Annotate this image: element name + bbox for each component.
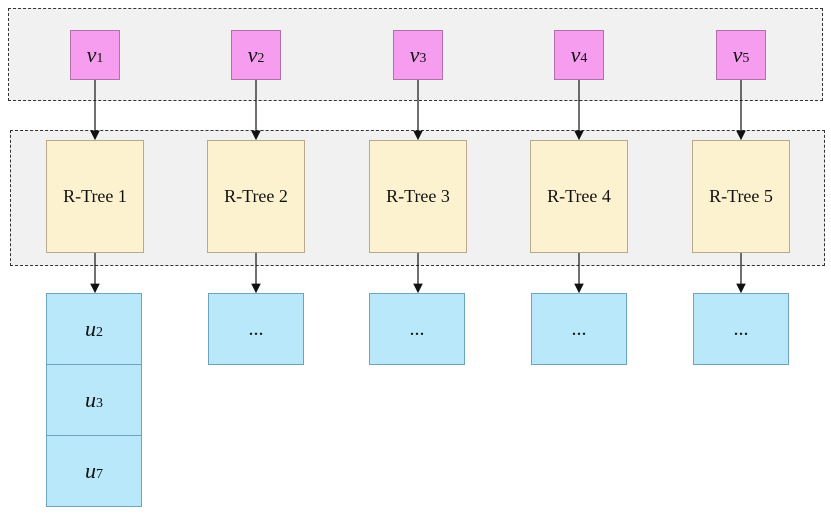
rtree-label: R-Tree 3 xyxy=(386,186,450,206)
rtree-node-2: R-Tree 2 xyxy=(207,140,305,253)
ellipsis-label: ... xyxy=(409,317,425,340)
variable-label: v xyxy=(570,42,581,67)
result-subscript: 2 xyxy=(96,325,103,340)
result-label: u xyxy=(85,458,96,483)
variable-subscript: 4 xyxy=(580,51,588,66)
rtree-node-1: R-Tree 1 xyxy=(46,140,144,253)
rtree-label: R-Tree 4 xyxy=(547,186,611,206)
result-subscript: 7 xyxy=(96,467,103,482)
ellipsis-label: ... xyxy=(248,317,264,340)
variable-label: v xyxy=(732,42,743,67)
ellipsis-label: ... xyxy=(571,317,587,340)
rtree-label: R-Tree 5 xyxy=(709,186,773,206)
variable-label: v xyxy=(409,42,420,67)
variable-subscript: 2 xyxy=(257,51,265,66)
result-label: u xyxy=(85,316,96,341)
rtree-node-5: R-Tree 5 xyxy=(692,140,790,253)
rtree-label: R-Tree 2 xyxy=(224,186,288,206)
variable-label: v xyxy=(86,42,97,67)
variable-subscript: 5 xyxy=(742,51,750,66)
result-ellipsis-2: ... xyxy=(208,293,304,365)
ellipsis-label: ... xyxy=(733,317,749,340)
rtree-node-4: R-Tree 4 xyxy=(530,140,628,253)
result-subscript: 3 xyxy=(96,396,103,411)
result-ellipsis-3: ... xyxy=(369,293,465,365)
result-ellipsis-5: ... xyxy=(693,293,789,365)
variable-subscript: 3 xyxy=(419,51,427,66)
variable-subscript: 1 xyxy=(96,51,104,66)
rtree-node-3: R-Tree 3 xyxy=(369,140,467,253)
variable-label: v xyxy=(247,42,258,67)
result-label: u xyxy=(85,387,96,412)
result-ellipsis-4: ... xyxy=(531,293,627,365)
rtree-label: R-Tree 1 xyxy=(63,186,127,206)
